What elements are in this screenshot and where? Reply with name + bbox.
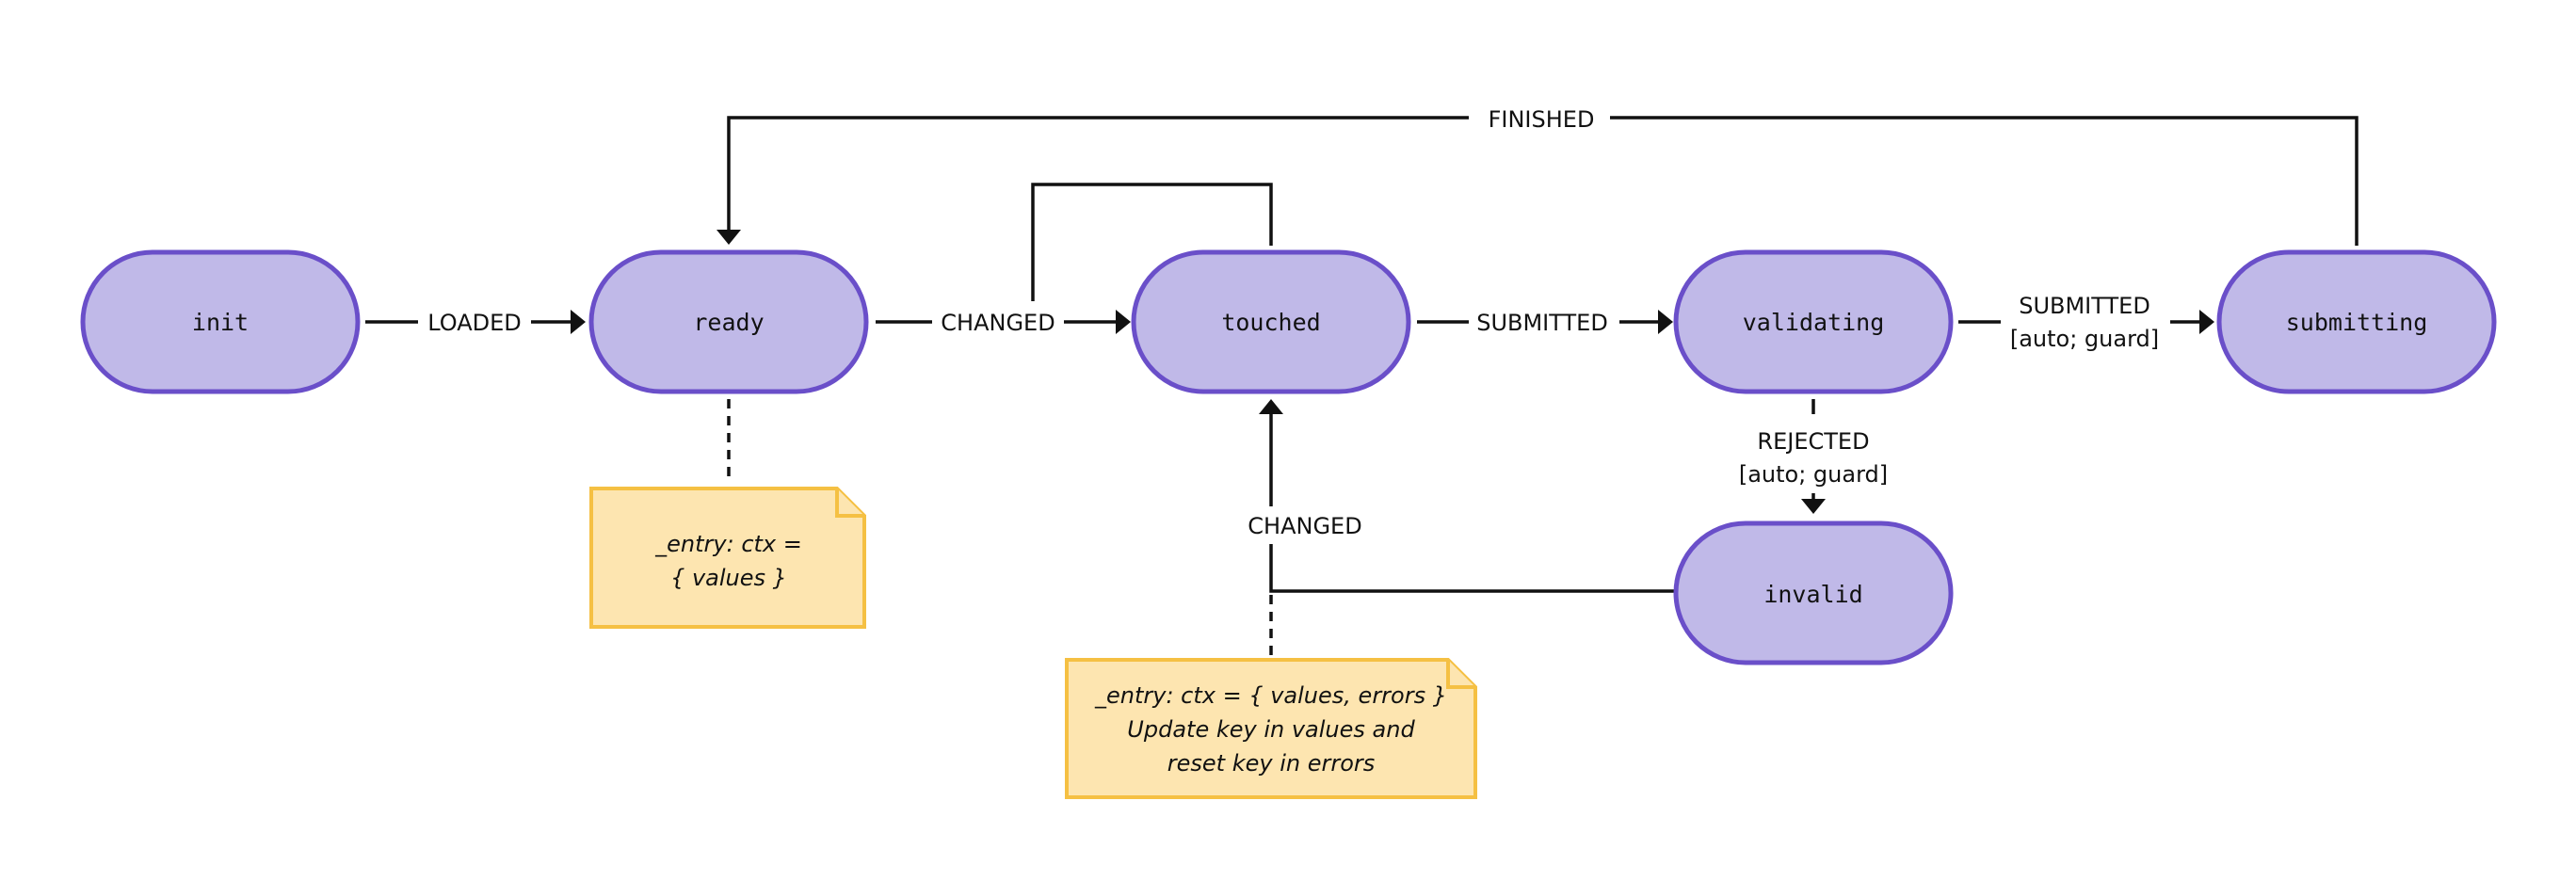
edge-submitting-ready: FINISHED <box>716 100 2359 246</box>
note-line: { values } <box>670 565 787 591</box>
edge-label-submitted-guard: SUBMITTED <box>2019 293 2150 319</box>
state-ready[interactable]: ready <box>588 249 869 394</box>
edge-invalid-touched: CHANGED <box>1243 399 1676 593</box>
state-label: validating <box>1743 309 1885 336</box>
arrowhead <box>716 230 741 245</box>
note-line: _entry: ctx = <box>654 531 802 557</box>
state-label: touched <box>1221 309 1320 336</box>
edge-label-auto-guard: [auto; guard] <box>2010 326 2159 352</box>
edge-validating-invalid: REJECTED [auto; guard] <box>1728 399 1899 514</box>
state-label: ready <box>693 309 764 336</box>
arrowhead <box>571 310 586 334</box>
state-touched[interactable]: touched <box>1131 249 1411 394</box>
edge-label-finished: FINISHED <box>1489 106 1595 133</box>
edge-touched-self-loop <box>1031 183 1273 301</box>
arrowhead <box>1259 399 1283 414</box>
edge-validating-submitting: SUBMITTED [auto; guard] <box>1958 282 2214 358</box>
edge-label-submitted: SUBMITTED <box>1476 310 1608 336</box>
edge-label-changed: CHANGED <box>941 310 1055 336</box>
note-line: reset key in errors <box>1167 750 1376 777</box>
state-init[interactable]: init <box>80 249 361 394</box>
edge-ready-touched: CHANGED <box>876 303 1131 341</box>
note-line: Update key in values and <box>1127 716 1415 743</box>
edge-init-ready: LOADED <box>365 303 586 341</box>
edge-label-rejected: REJECTED <box>1757 428 1869 455</box>
note-touched-entry: _entry: ctx = { values, errors } Update … <box>1065 658 1477 799</box>
state-validating[interactable]: validating <box>1673 249 1954 394</box>
note-ready-entry: _entry: ctx = { values } <box>589 487 866 629</box>
state-label: init <box>192 309 249 336</box>
state-invalid[interactable]: invalid <box>1673 521 1954 665</box>
state-label: invalid <box>1763 581 1862 608</box>
edge-touched-validating: SUBMITTED <box>1417 303 1673 341</box>
edge-label-changed-invalid: CHANGED <box>1248 513 1361 539</box>
arrowhead <box>1801 499 1826 514</box>
state-submitting[interactable]: submitting <box>2216 249 2497 394</box>
arrowhead <box>2199 310 2214 334</box>
note-line: _entry: ctx = { values, errors } <box>1094 682 1447 709</box>
edge-label-loaded: LOADED <box>427 310 522 336</box>
state-label: submitting <box>2286 309 2428 336</box>
arrowhead <box>1116 310 1131 334</box>
arrowhead <box>1658 310 1673 334</box>
edge-label-rejected-guard: [auto; guard] <box>1739 461 1888 488</box>
